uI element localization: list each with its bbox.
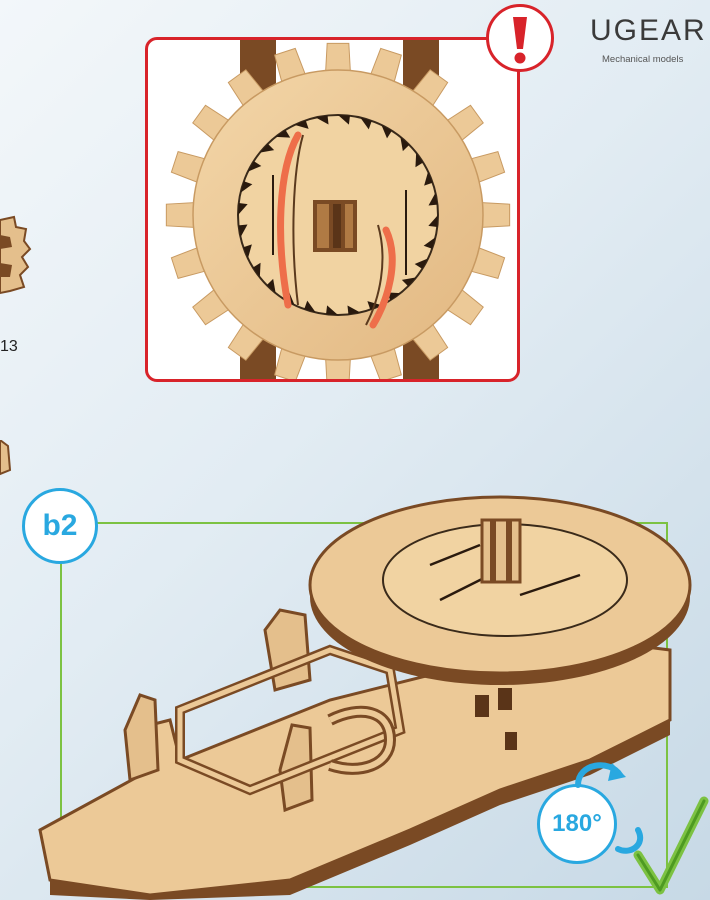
- brand-name: UGEAR: [590, 14, 707, 48]
- partial-part-left-edge: [0, 440, 14, 476]
- step-label: b2: [42, 509, 77, 543]
- brand-tagline: Mechanical models: [602, 54, 683, 65]
- exclamation-icon: [489, 7, 551, 69]
- step-badge: b2: [22, 488, 98, 564]
- brand-logo: UGEAR Mechanical models: [590, 14, 710, 84]
- detail-panel: [145, 37, 520, 382]
- part-number: 13: [0, 338, 18, 356]
- warning-badge: [486, 4, 554, 72]
- checkmark-icon: [630, 795, 710, 900]
- partial-gear-left-edge: [0, 205, 34, 315]
- gear-closeup-illustration: [148, 40, 520, 382]
